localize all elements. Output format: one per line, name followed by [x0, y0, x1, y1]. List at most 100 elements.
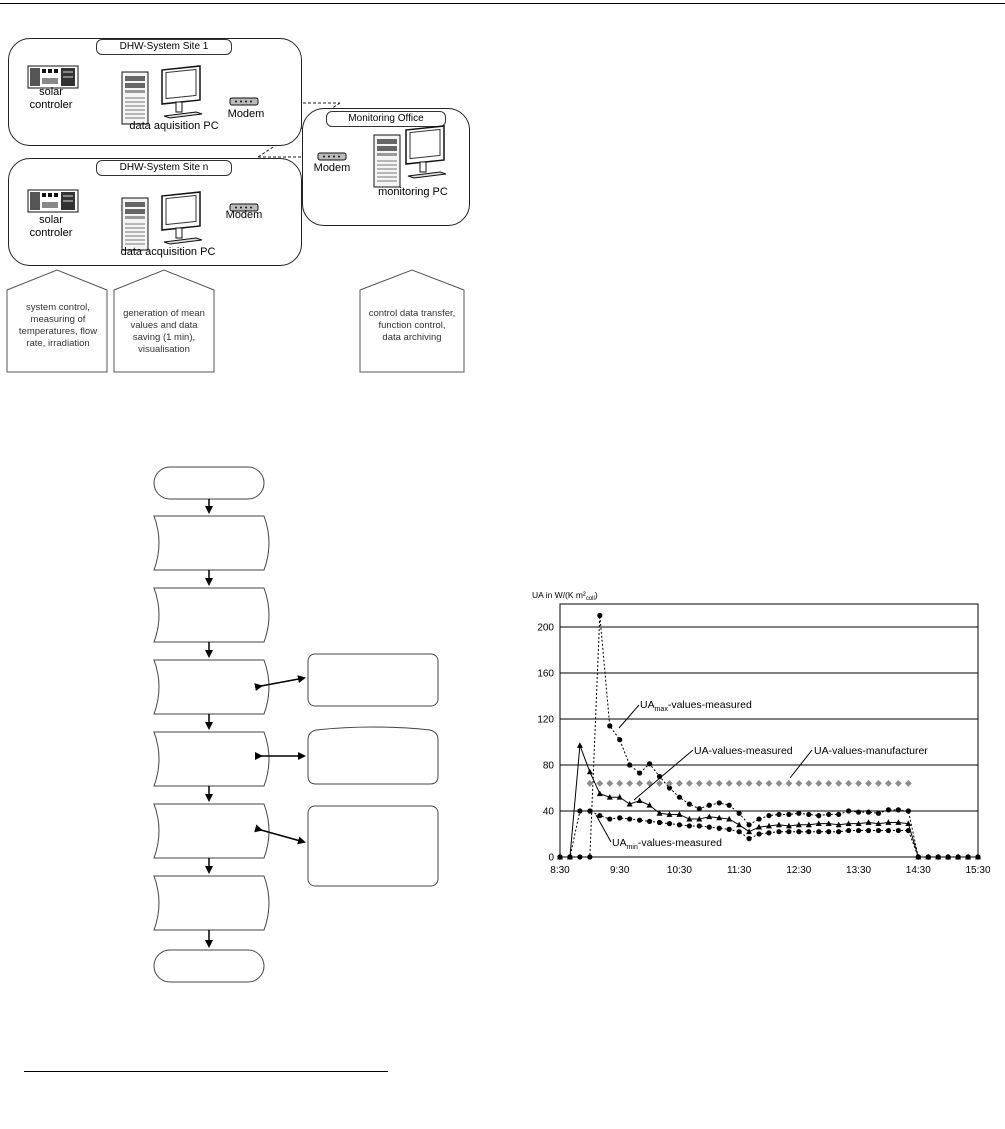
series-ua-max-point [865, 809, 872, 815]
series-ua-min-point [587, 808, 593, 814]
flow-side-3 [307, 805, 439, 887]
series-ua-min-point [965, 854, 971, 860]
series-ua-min-point [617, 815, 623, 821]
annotation-ua-measured: UA-values-measured [694, 745, 793, 757]
series-ua-max-point [756, 816, 762, 822]
series-ua-min-point [746, 836, 752, 842]
series-ua-min-point [577, 808, 583, 814]
series-manufacturer-point [755, 780, 763, 787]
series-ua-point [865, 819, 872, 825]
flow-step-4 [153, 731, 270, 787]
series-manufacturer-point [735, 780, 743, 787]
series-ua-min-point [646, 818, 653, 824]
series-ua-min-point [696, 823, 702, 829]
series-ua-point [626, 800, 633, 807]
series-manufacturer-point [815, 780, 823, 787]
series-manufacturer-point [676, 780, 683, 787]
series-ua-point [775, 821, 782, 828]
series-manufacturer-point [596, 780, 604, 787]
series-manufacturer-point [636, 780, 644, 787]
flow-step-6 [153, 875, 270, 931]
x-tick-label: 9:30 [610, 865, 630, 876]
site-1-box [8, 38, 302, 146]
series-manufacturer-point [745, 780, 753, 787]
series-ua-max-point [895, 807, 901, 813]
series-ua-min-point [716, 825, 722, 831]
site-n-title: DHW-System Site n [96, 160, 232, 176]
series-ua-max-point [577, 854, 583, 860]
series-ua-min-point [736, 829, 742, 835]
series-ua-max-point [836, 811, 842, 818]
series-manufacturer-point [904, 780, 912, 787]
y-tick-label: 200 [537, 623, 554, 634]
series-ua-max-point [746, 822, 752, 828]
series-ua-max-point [905, 808, 911, 814]
series-manufacturer-point [865, 780, 872, 787]
series-ua-max-point [796, 810, 802, 816]
x-tick-label: 12:30 [786, 865, 811, 876]
series-manufacturer-point [795, 780, 803, 787]
series-ua-point [805, 821, 812, 828]
series-ua-min-point [686, 823, 692, 829]
series-ua-max-point [766, 813, 772, 819]
monitoring-pc-label: monitoring PC [378, 186, 448, 198]
series-ua-min-point [676, 822, 683, 828]
series-ua-min-point [925, 854, 931, 860]
chart-series [557, 612, 981, 860]
y-tick-label: 160 [537, 669, 554, 680]
solar-controller-label-1: solar controler [29, 86, 73, 111]
series-ua-min-point [885, 827, 892, 834]
series-ua-max-point [607, 723, 613, 729]
series-ua-max-point [806, 811, 812, 818]
x-tick-label: 8:30 [550, 865, 570, 876]
series-ua-min-point [836, 829, 842, 835]
y-tick-label: 0 [548, 853, 554, 864]
series-ua-max-point [816, 813, 822, 819]
series-manufacturer-point [705, 780, 713, 787]
series-ua-max-point [726, 802, 732, 808]
series-manufacturer-point [606, 780, 614, 787]
series-ua-point [825, 820, 832, 827]
series-ua-point [746, 828, 753, 835]
series-ua-point [656, 810, 663, 816]
series-ua-point [616, 794, 623, 800]
series-ua-max-point [826, 811, 832, 818]
series-ua-max-point [786, 811, 792, 818]
series-ua-point [716, 814, 723, 821]
series-ua-max-point [646, 761, 653, 767]
series-ua-max-point [706, 802, 712, 808]
series-ua-point [596, 790, 603, 797]
series-ua-point [636, 797, 643, 804]
series-manufacturer-point [785, 780, 793, 787]
x-tick-label: 10:30 [667, 865, 692, 876]
series-ua-max-point [716, 800, 722, 806]
series-ua-point [586, 768, 593, 775]
series-ua-point [676, 811, 683, 817]
series-manufacturer-point [666, 780, 673, 787]
series-manufacturer-point [685, 780, 693, 787]
series-ua-point [845, 820, 852, 827]
annotation-ua-min: UAmin-values-measured [612, 837, 722, 851]
series-manufacturer-point [885, 780, 892, 787]
y-tick-label: 120 [537, 715, 554, 726]
series-manufacturer-point [894, 780, 902, 787]
flow-step-5 [153, 803, 270, 859]
series-ua-max-point [776, 811, 782, 818]
series-ua-point [606, 794, 613, 800]
series-ua-min-point [597, 813, 603, 819]
series-manufacturer-point [586, 780, 594, 787]
series-ua-point [885, 819, 892, 825]
annotation-ua-manufacturer: UA-values-manufacturer [814, 745, 928, 757]
series-manufacturer-point [695, 780, 703, 787]
series-ua-max-point [875, 810, 882, 816]
series-manufacturer-point [765, 780, 773, 787]
series-ua-point [766, 822, 772, 829]
series-ua-min-point [806, 829, 812, 835]
flow-side-1 [307, 653, 439, 707]
series-manufacturer-point [616, 780, 624, 787]
x-tick-label: 14:30 [906, 865, 931, 876]
series-ua-min-point [796, 829, 802, 835]
series-manufacturer-point [775, 780, 783, 787]
series-ua-min-point [656, 819, 663, 826]
series-ua-min-point [875, 827, 882, 834]
